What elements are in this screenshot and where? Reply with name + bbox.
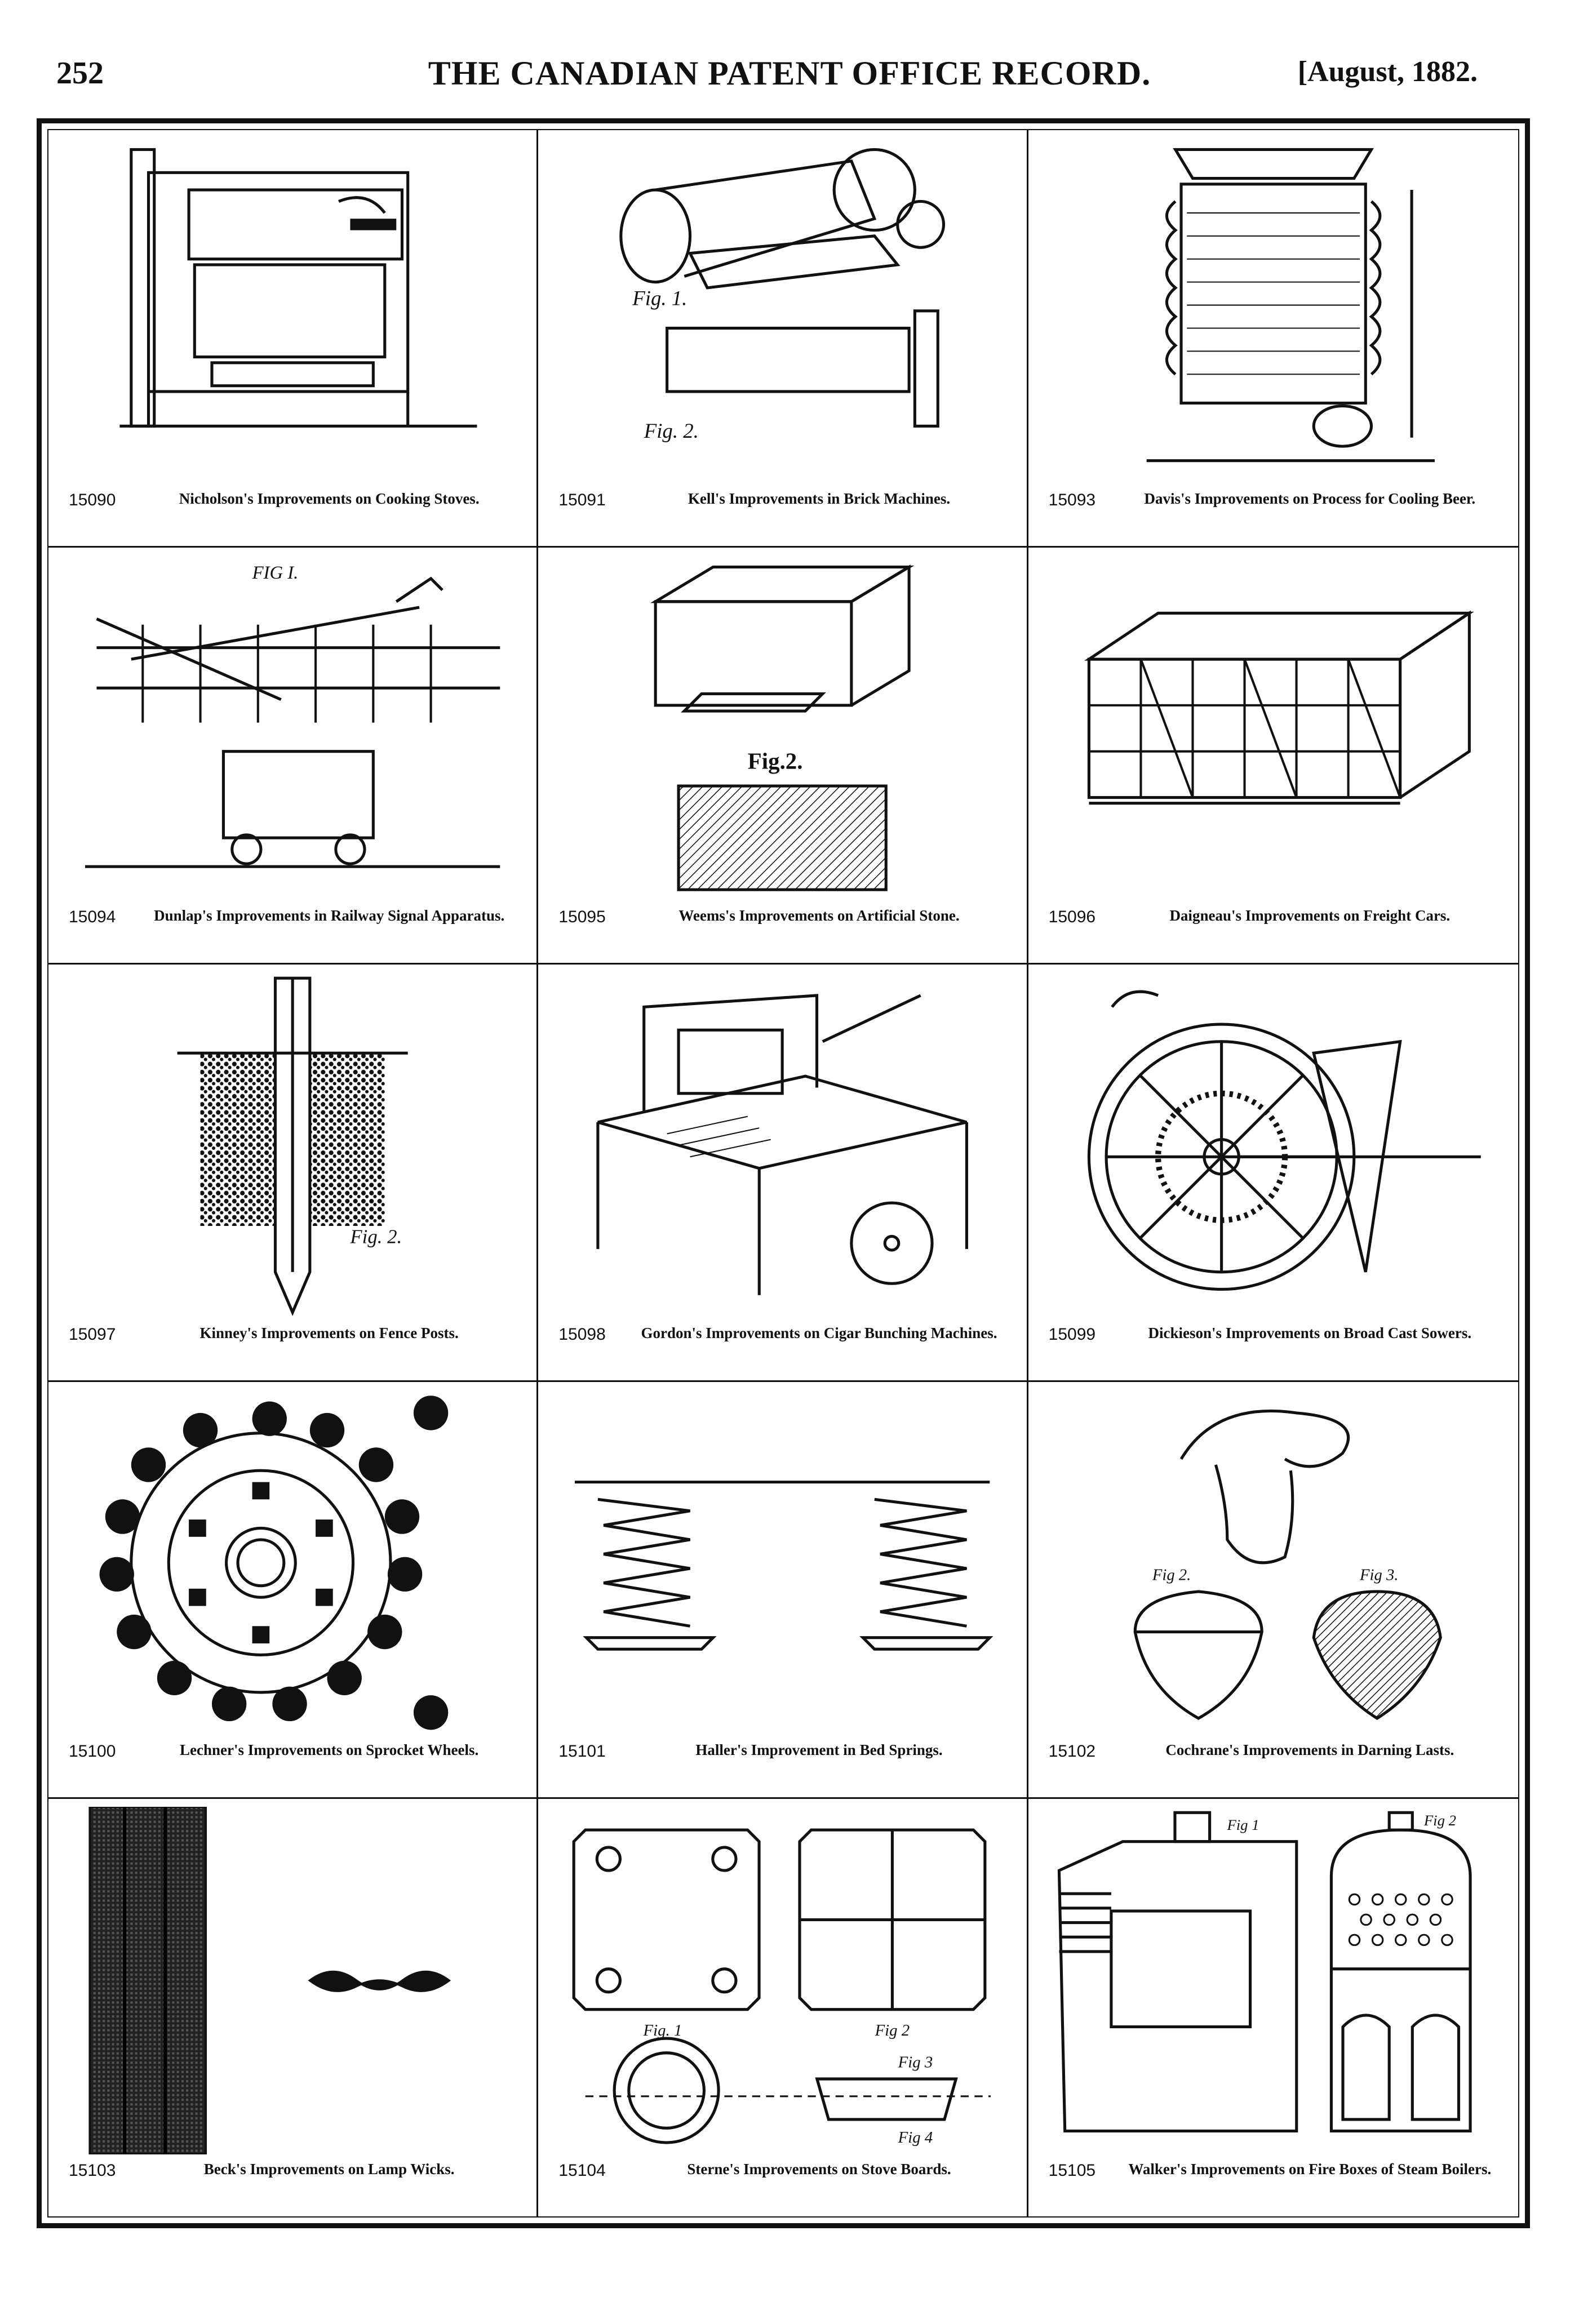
patent-number: 15091 bbox=[558, 490, 606, 509]
page-header: 252 THE CANADIAN PATENT OFFICE RECORD. [… bbox=[0, 51, 1579, 113]
patent-cell-15103: 15103 Beck's Improvements on Lamp Wicks. bbox=[48, 1799, 539, 2216]
patent-title: Beck's Improvements on Lamp Wicks. bbox=[203, 2160, 455, 2178]
fig-label: Fig 2 bbox=[875, 2021, 910, 2039]
plate-inner-border: 15090 Nicholson's Improvements on Cookin… bbox=[47, 129, 1519, 2218]
freight-car-figure bbox=[1040, 556, 1507, 901]
patent-title: Dickieson's Improvements on Broad Cast S… bbox=[1148, 1324, 1472, 1341]
patent-number: 15101 bbox=[558, 1742, 606, 1761]
patent-number: 15093 bbox=[1048, 490, 1096, 509]
lamp-wick-figure bbox=[60, 1807, 525, 2154]
patent-number: 15095 bbox=[558, 908, 606, 927]
patent-number: 15097 bbox=[69, 1325, 116, 1344]
fig-label: Fig 2. bbox=[1152, 1566, 1191, 1584]
fence-post-figure: Fig. 2. bbox=[60, 972, 525, 1318]
patent-caption: 15090 Nicholson's Improvements on Cookin… bbox=[60, 487, 525, 538]
stove-board-figure: Fig. 1 Fig 2 Fig 3 Fig 4 bbox=[549, 1807, 1015, 2154]
patent-caption: 15100 Lechner's Improvements on Sprocket… bbox=[60, 1739, 525, 1789]
patent-title: Haller's Improvement in Bed Springs. bbox=[695, 1741, 943, 1759]
fig-label: Fig 4 bbox=[898, 2129, 933, 2147]
patent-number: 15104 bbox=[558, 2161, 606, 2180]
patent-cell-15100: 15100 Lechner's Improvements on Sprocket… bbox=[48, 1381, 539, 1799]
patent-caption: 15098 Gordon's Improvements on Cigar Bun… bbox=[549, 1322, 1015, 1372]
fig-label: Fig 2 bbox=[1423, 1812, 1456, 1829]
patent-caption: 15101 Haller's Improvement in Bed Spring… bbox=[549, 1739, 1015, 1789]
patent-cell-15096: 15096 Daigneau's Improvements on Freight… bbox=[1028, 548, 1518, 965]
broadcast-sower-figure bbox=[1040, 972, 1507, 1318]
fig-label: Fig. 1. bbox=[632, 287, 688, 310]
fig-label: Fig 3. bbox=[1359, 1566, 1398, 1584]
patent-number: 15105 bbox=[1048, 2161, 1096, 2180]
patent-cell-15090: 15090 Nicholson's Improvements on Cookin… bbox=[48, 130, 539, 548]
patent-cell-15098: 15098 Gordon's Improvements on Cigar Bun… bbox=[538, 965, 1028, 1382]
patent-cell-15102: Fig 2. Fig 3. 15102 Cochrane's Improveme… bbox=[1028, 1382, 1518, 1799]
cooking-stove-figure bbox=[60, 138, 525, 484]
patent-title: Walker's Improvements on Fire Boxes of S… bbox=[1128, 2160, 1492, 2178]
patent-title: Kinney's Improvements on Fence Posts. bbox=[199, 1324, 459, 1341]
patent-caption: 15094 Dunlap's Improvements in Railway S… bbox=[60, 904, 525, 955]
sprocket-wheel-figure bbox=[60, 1390, 525, 1736]
patent-number: 15098 bbox=[558, 1325, 606, 1344]
railway-signal-figure: FIG I. bbox=[60, 556, 525, 901]
issue-date: [August, 1882. bbox=[1297, 56, 1478, 88]
fig-label: FIG I. bbox=[252, 563, 299, 583]
patent-caption: 15095 Weems's Improvements on Artificial… bbox=[549, 904, 1015, 955]
fire-box-boiler-figure: Fig 1 Fig 2 bbox=[1040, 1807, 1507, 2154]
patent-cell-15095: Fig.2. 15095 Weems's Improvements on Art… bbox=[538, 547, 1028, 965]
patent-title: Weems's Improvements on Artificial Stone… bbox=[678, 907, 960, 925]
patent-grid: 15090 Nicholson's Improvements on Cookin… bbox=[48, 130, 1518, 2216]
patent-cell-15097: Fig. 2. 15097 Kinney's Improvements on F… bbox=[48, 965, 539, 1382]
patent-cell-15091: Fig. 1. Fig. 2. 15091 Kell's Improvement… bbox=[538, 130, 1028, 548]
patent-title: Kell's Improvements in Brick Machines. bbox=[688, 490, 951, 507]
patent-cell-15104: Fig. 1 Fig 2 Fig 3 Fig 4 15104 Sterne's … bbox=[538, 1799, 1028, 2216]
patent-caption: 15097 Kinney's Improvements on Fence Pos… bbox=[60, 1322, 525, 1372]
darning-last-figure: Fig 2. Fig 3. bbox=[1040, 1390, 1507, 1736]
patent-number: 15090 bbox=[69, 490, 116, 509]
patent-number: 15103 bbox=[69, 2161, 116, 2180]
patent-caption: 15103 Beck's Improvements on Lamp Wicks. bbox=[60, 2158, 525, 2209]
patent-title: Gordon's Improvements on Cigar Bunching … bbox=[641, 1324, 997, 1341]
patent-title: Sterne's Improvements on Stove Boards. bbox=[687, 2160, 951, 2178]
fig-label: Fig. 2. bbox=[644, 419, 699, 442]
patent-caption: 15104 Sterne's Improvements on Stove Boa… bbox=[549, 2158, 1015, 2209]
artificial-stone-figure: Fig.2. bbox=[549, 556, 1015, 901]
patent-caption: 15099 Dickieson's Improvements on Broad … bbox=[1040, 1322, 1507, 1372]
beer-cooler-figure bbox=[1040, 138, 1507, 484]
publication-title: THE CANADIAN PATENT OFFICE RECORD. bbox=[428, 55, 1151, 92]
patent-caption: 15096 Daigneau's Improvements on Freight… bbox=[1040, 904, 1507, 955]
fig-label: Fig. 2. bbox=[349, 1226, 402, 1248]
patent-title: Lechner's Improvements on Sprocket Wheel… bbox=[180, 1741, 479, 1759]
page-number: 252 bbox=[56, 56, 104, 91]
brick-machine-figure: Fig. 1. Fig. 2. bbox=[549, 138, 1015, 484]
patent-title: Davis's Improvements on Process for Cool… bbox=[1144, 490, 1476, 507]
fig-label: Fig 1 bbox=[1226, 1816, 1259, 1833]
plate-frame: 15090 Nicholson's Improvements on Cookin… bbox=[37, 118, 1530, 2228]
patent-cell-15093: 15093 Davis's Improvements on Process fo… bbox=[1028, 130, 1518, 548]
bed-springs-figure bbox=[549, 1390, 1015, 1736]
patent-title: Dunlap's Improvements in Railway Signal … bbox=[154, 907, 505, 925]
patent-title: Nicholson's Improvements on Cooking Stov… bbox=[179, 490, 480, 507]
patent-caption: 15091 Kell's Improvements in Brick Machi… bbox=[549, 487, 1015, 538]
fig-label: Fig. 1 bbox=[643, 2021, 682, 2039]
patent-cell-15099: 15099 Dickieson's Improvements on Broad … bbox=[1028, 965, 1518, 1382]
patent-number: 15094 bbox=[69, 908, 116, 927]
patent-title: Daigneau's Improvements on Freight Cars. bbox=[1169, 907, 1451, 925]
patent-caption: 15093 Davis's Improvements on Process fo… bbox=[1040, 487, 1507, 538]
patent-caption: 15105 Walker's Improvements on Fire Boxe… bbox=[1040, 2158, 1507, 2209]
patent-cell-15094: FIG I. bbox=[48, 547, 539, 965]
patent-title: Cochrane's Improvements in Darning Lasts… bbox=[1165, 1741, 1454, 1759]
patent-caption: 15102 Cochrane's Improvements in Darning… bbox=[1040, 1739, 1507, 1789]
patent-number: 15099 bbox=[1048, 1325, 1096, 1344]
fig-label: Fig 3 bbox=[898, 2054, 933, 2072]
patent-cell-15101: 15101 Haller's Improvement in Bed Spring… bbox=[538, 1381, 1028, 1799]
patent-cell-15105: Fig 1 Fig 2 15105 Walker's Improvements … bbox=[1028, 1799, 1518, 2216]
cigar-bunching-machine-figure bbox=[549, 972, 1015, 1318]
patent-number: 15102 bbox=[1048, 1742, 1096, 1761]
fig-label: Fig.2. bbox=[748, 748, 803, 774]
patent-number: 15100 bbox=[69, 1742, 116, 1761]
patent-number: 15096 bbox=[1048, 908, 1096, 927]
